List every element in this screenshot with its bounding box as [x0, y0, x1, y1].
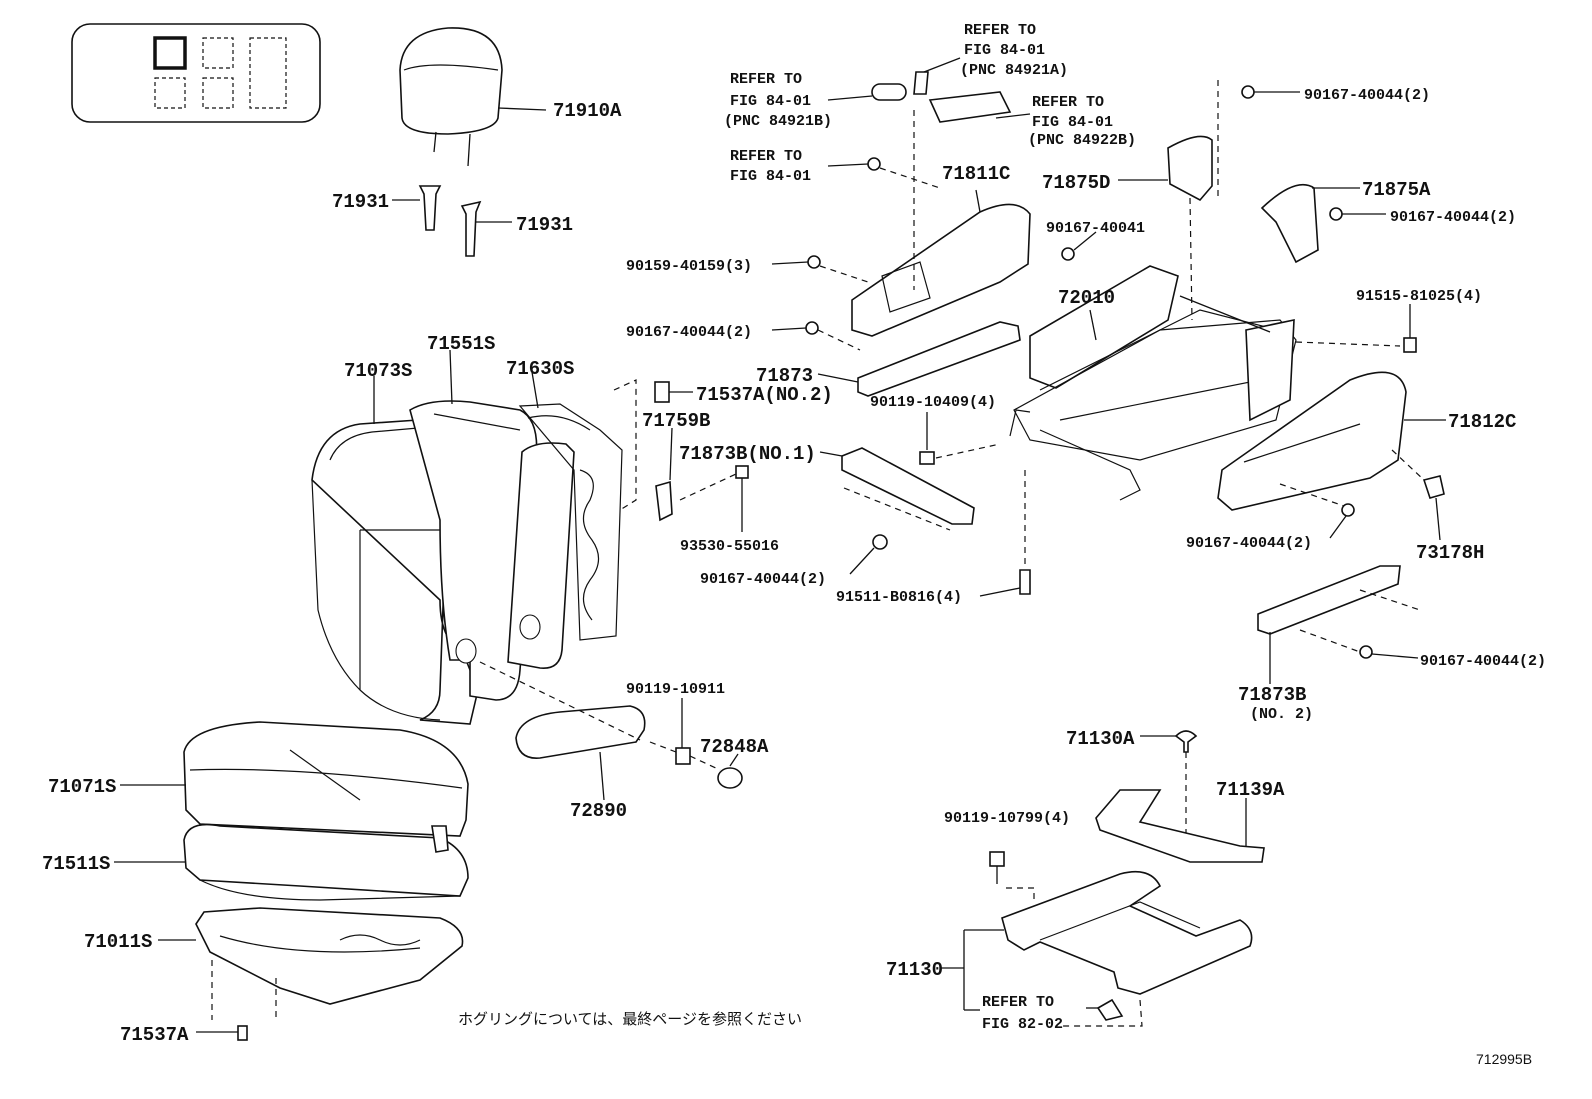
label-71873B: 71873B: [1238, 684, 1306, 706]
screw-d-icon: [1061, 231, 1097, 261]
label-72010: 72010: [1058, 287, 1115, 309]
svg-text:REFER TO: REFER TO: [964, 22, 1036, 39]
label-90159-40159: 90159-40159(3): [626, 258, 752, 275]
bolt-93530-icon: [679, 465, 749, 532]
headrest-illustration: [399, 27, 547, 167]
shield-71812C-illustration: [1217, 371, 1446, 511]
label-90167-40041: 90167-40041: [1046, 220, 1145, 237]
bolt-90119-10799-icon: [989, 851, 1035, 900]
label-90167-40044-c: 90167-40044(2): [1304, 87, 1430, 104]
svg-text:FIG 84-01: FIG 84-01: [730, 168, 811, 185]
screw-h-icon: [1359, 645, 1419, 659]
seatback-illustration: [311, 349, 623, 725]
label-71537A-no2: 71537A(NO.2): [696, 384, 833, 406]
label-90119-10911: 90119-10911: [626, 681, 725, 698]
screw-f-icon: [1329, 207, 1386, 221]
label-71931-a: 71931: [332, 191, 389, 213]
label-71873: 71873: [756, 365, 813, 387]
clip-icons: [654, 381, 693, 522]
label-71139A: 71139A: [1216, 779, 1285, 801]
cap-73178H-icon: [1391, 449, 1445, 541]
label-90167-40044-d: 90167-40044(2): [1390, 209, 1516, 226]
bolt-90119-10911-icon: [649, 698, 721, 771]
cover-71875A-illustration: [1260, 184, 1360, 264]
screw-e-icon: [1241, 85, 1300, 99]
screw-a-icon: [849, 534, 888, 575]
refer-block-c: REFER TO FIG 84-01 (PNC 84922B): [1028, 94, 1136, 149]
hog-ring-note: ホグリングについては、最終ページを参照ください: [458, 1010, 802, 1028]
shield-71811C-illustration: [851, 110, 1031, 337]
label-71910A: 71910A: [553, 100, 622, 122]
seat-cushion-illustration: [114, 721, 469, 1020]
refer-block-e: REFER TO FIG 82-02: [982, 994, 1063, 1033]
svg-text:REFER TO: REFER TO: [1032, 94, 1104, 111]
bolt-91511-icon: [979, 470, 1031, 597]
seat-adjuster-frame-illustration: [1009, 265, 1297, 501]
svg-text:REFER TO: REFER TO: [730, 148, 802, 165]
label-71812C: 71812C: [1448, 411, 1516, 433]
label-90167-40044-e: 90167-40044(2): [1186, 535, 1312, 552]
label-71873B-no1: 71873B(NO.1): [679, 443, 816, 465]
label-71071S: 71071S: [48, 776, 116, 798]
clip-71537A-icon: [196, 1025, 248, 1041]
svg-text:FIG 84-01: FIG 84-01: [964, 42, 1045, 59]
cover-71875D-illustration: [1118, 80, 1219, 321]
label-90167-40044-a: 90167-40044(2): [700, 571, 826, 588]
trim-71873-illustration: [817, 321, 1021, 397]
screw-g-icon: [1279, 483, 1355, 539]
refer-block-d: REFER TO FIG 84-01: [730, 148, 811, 185]
illustration-code: 712995B: [1476, 1051, 1532, 1067]
label-71130: 71130: [886, 959, 943, 981]
label-90167-40044-b: 90167-40044(2): [626, 324, 752, 341]
label-71551S: 71551S: [427, 333, 495, 355]
armrest-illustration: [479, 661, 646, 801]
svg-text:(PNC 84921A): (PNC 84921A): [960, 62, 1068, 79]
svg-text:(PNC 84921B): (PNC 84921B): [724, 113, 832, 130]
label-71011S: 71011S: [84, 931, 152, 953]
label-73178H: 73178H: [1416, 542, 1484, 564]
headrest-support-icons: [392, 185, 512, 257]
label-90167-40044-f: 90167-40044(2): [1420, 653, 1546, 670]
screw-c-icon: [771, 255, 869, 283]
label-91515-81025: 91515-81025(4): [1356, 288, 1482, 305]
label-71759B: 71759B: [642, 410, 710, 432]
label-72848A: 72848A: [700, 736, 769, 758]
frame-71130-illustration: [940, 870, 1253, 1027]
label-72890: 72890: [570, 800, 627, 822]
switch-icons: [827, 57, 1031, 189]
label-91511-B0816: 91511-B0816(4): [836, 589, 962, 606]
label-71073S: 71073S: [344, 360, 412, 382]
label-71630S: 71630S: [506, 358, 574, 380]
label-71537A: 71537A: [120, 1024, 189, 1046]
side-trim-no1-illustration: [819, 447, 975, 531]
label-90119-10409: 90119-10409(4): [870, 394, 996, 411]
cap-72848A-icon: [717, 753, 743, 789]
label-93530-55016: 93530-55016: [680, 538, 779, 555]
svg-text:(PNC 84922B): (PNC 84922B): [1028, 132, 1136, 149]
refer-block-a: REFER TO FIG 84-01 (PNC 84921A): [960, 22, 1068, 79]
seat-position-key: [71, 23, 321, 123]
label-71875D: 71875D: [1042, 172, 1110, 194]
label-71875A: 71875A: [1362, 179, 1431, 201]
bracket-71139A-illustration: [1095, 789, 1265, 863]
refer-block-b: REFER TO FIG 84-01 (PNC 84921B): [724, 71, 832, 130]
svg-text:REFER TO: REFER TO: [982, 994, 1054, 1011]
label-90119-10799: 90119-10799(4): [944, 810, 1070, 827]
bolt-91515-icon: [1295, 304, 1417, 353]
label-71931-b: 71931: [516, 214, 573, 236]
label-71511S: 71511S: [42, 853, 110, 875]
screw-b-icon: [771, 321, 861, 351]
svg-text:FIG 84-01: FIG 84-01: [1032, 114, 1113, 131]
svg-text:FIG 84-01: FIG 84-01: [730, 93, 811, 110]
svg-text:REFER TO: REFER TO: [730, 71, 802, 88]
svg-text:FIG 82-02: FIG 82-02: [982, 1016, 1063, 1033]
bolt-90119-10409-icon: [919, 412, 1001, 465]
side-trim-no2-illustration: [1257, 565, 1421, 684]
label-71811C: 71811C: [942, 163, 1010, 185]
label-71873B-no2: (NO. 2): [1250, 706, 1313, 723]
label-71130A: 71130A: [1066, 728, 1135, 750]
